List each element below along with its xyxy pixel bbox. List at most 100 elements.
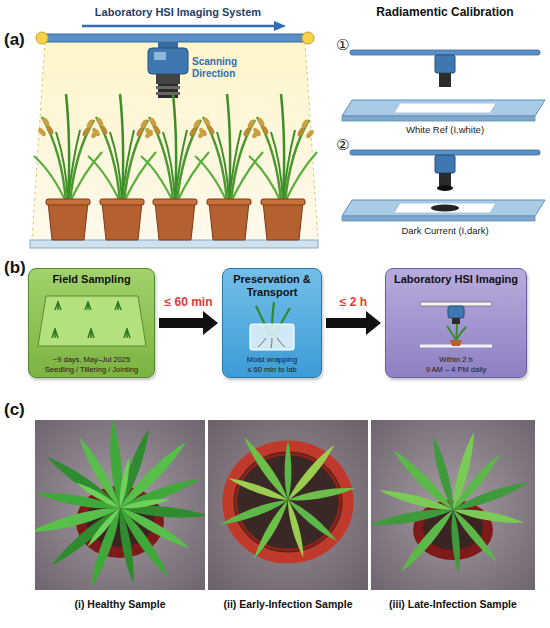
field-illustration [85, 301, 91, 310]
early-infection-photo [287, 484, 355, 504]
transport-illustration [250, 324, 294, 350]
white-reference-setup [342, 50, 545, 121]
box-body-text: Moist wrapping [227, 355, 317, 364]
dark-current-setup [435, 155, 455, 173]
hsi-imaging-system [274, 21, 286, 31]
healthy-photo [74, 480, 121, 511]
healthy-photo [44, 453, 123, 513]
photo-caption: (iii) Late-Infection Sample [389, 598, 517, 610]
late-infection-photo [423, 506, 483, 550]
hsi-imaging-system [32, 42, 318, 240]
box-heading: Laboratory HSI Imaging [390, 273, 522, 286]
box-body-text: 9 AM – 4 PM daily [390, 365, 522, 374]
lab-imaging-illustration [420, 302, 492, 346]
healthy-photo [120, 503, 205, 521]
panel-label: (b) [4, 258, 26, 278]
late-infection-photo [450, 452, 503, 513]
transport-illustration [258, 338, 285, 348]
late-infection-photo [398, 507, 457, 575]
healthy-photo [48, 504, 123, 569]
early-infection-photo [285, 499, 307, 558]
white-reference-setup [342, 116, 535, 121]
healthy-photo [76, 486, 164, 558]
hsi-imaging-system [30, 21, 318, 248]
hsi-imaging-system [88, 94, 156, 240]
field-illustration [55, 301, 61, 310]
healthy-photo [35, 420, 205, 590]
box-heading: Preservation & Transport [227, 273, 317, 299]
box-body-text: ~9 days, May–Jul 2025 [33, 355, 150, 364]
healthy-photo [35, 420, 205, 590]
early-infection-photo [236, 454, 340, 550]
healthy-photo [86, 506, 124, 589]
hsi-imaging-system [34, 94, 102, 240]
healthy-photo [117, 457, 132, 508]
hsi-imaging-system [148, 48, 188, 74]
lab-imaging-illustration [450, 340, 462, 346]
healthy-photo [116, 505, 173, 580]
box-body-text: Within 2 h [390, 355, 522, 364]
field-illustration [124, 328, 130, 338]
lab-imaging-illustration [452, 318, 460, 324]
box-heading: Field Sampling [33, 273, 150, 286]
early-infection-photo [251, 498, 292, 561]
lab-imaging-illustration [448, 306, 464, 318]
dark-current-setup [342, 150, 545, 221]
late-infection-photo [451, 478, 530, 514]
white-reference-setup [435, 55, 455, 73]
healthy-photo [35, 488, 120, 512]
calibration-caption: Dark Current (I,dark) [401, 226, 488, 237]
early-infection-photo [227, 475, 289, 504]
hsi-imaging-system [141, 94, 209, 240]
white-reference-setup [350, 50, 540, 55]
dark-current-setup [350, 150, 540, 155]
white-reference-setup [394, 103, 496, 113]
healthy-photo [86, 493, 154, 547]
healthy-photo [85, 506, 122, 549]
transport-illustration [256, 302, 290, 336]
field-illustration [38, 296, 146, 346]
step-number: ② [336, 136, 349, 153]
scan-direction-label: Scanning Direction [192, 56, 254, 79]
photo-caption: (i) Healthy Sample [74, 598, 165, 610]
healthy-photo [116, 507, 138, 584]
healthy-photo [119, 496, 170, 511]
flow-box: Field Sampling ~9 days, May–Jul 2025Seedl… [28, 268, 155, 378]
panel-label: (a) [4, 30, 25, 50]
hsi-imaging-system [158, 42, 178, 48]
early-infection-photo [241, 435, 292, 503]
field-illustration [88, 328, 94, 338]
healthy-photo [107, 420, 125, 508]
hsi-imaging-system [156, 86, 180, 89]
hsi-imaging-system [249, 94, 317, 240]
hsi-imaging-system [30, 240, 318, 248]
hsi-imaging-system [38, 34, 312, 42]
dark-current-setup [431, 205, 459, 212]
calibration-title: Radiamentic Calibration [376, 6, 513, 20]
early-infection-photo [285, 442, 338, 503]
hsi-imaging-system [195, 94, 263, 240]
dark-current-setup [342, 216, 535, 221]
hsi-imaging-system [305, 42, 318, 240]
dark-current-setup [342, 200, 545, 216]
field-illustration [115, 301, 121, 310]
late-infection-photo [371, 420, 535, 590]
late-infection-photo [389, 446, 456, 513]
box-body-group: Moist wrapping≤ 60 min to lab [227, 355, 317, 374]
step-number: ① [336, 36, 349, 53]
box-body-group: ~9 days, May–Jul 2025Seedling / Tillerin… [33, 355, 150, 374]
healthy-photo [118, 474, 201, 512]
late-infection-photo [429, 435, 457, 511]
healthy-photo [115, 426, 153, 509]
edge-label: ≤ 2 h [340, 295, 367, 309]
box-body-text: Seedling / Tillering / Jointing [33, 365, 150, 374]
field-illustration [38, 296, 146, 346]
flow-box: Preservation & TransportMoist wrapping≤ … [222, 268, 322, 378]
hsi-imaging-system [36, 32, 48, 44]
hsi-imaging-system [158, 84, 178, 98]
lab-imaging-illustration [420, 302, 492, 306]
dark-current-setup [394, 203, 496, 213]
late-infection-photo [449, 431, 479, 511]
calibration-caption: White Ref (I,white) [406, 125, 484, 136]
healthy-photo [116, 438, 190, 512]
